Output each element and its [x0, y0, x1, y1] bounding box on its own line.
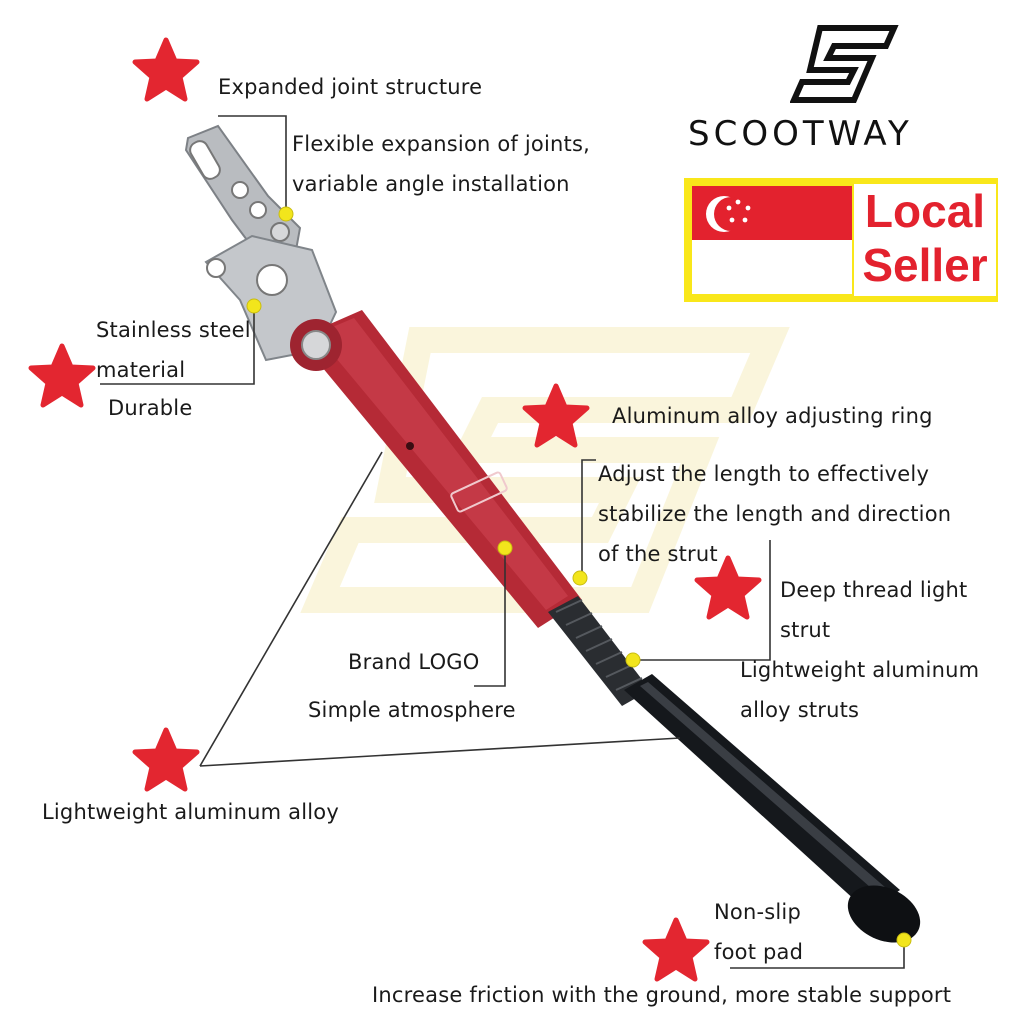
label-foot-line1: Non-slip — [714, 900, 801, 924]
label-thread-line2: strut — [780, 618, 831, 642]
label-logo-line1: Brand LOGO — [348, 650, 480, 674]
watermark-logo-icon — [300, 327, 790, 613]
dot-foot — [896, 932, 912, 948]
dot-steel — [246, 298, 262, 314]
foot-pad — [847, 885, 921, 943]
dot-thread — [625, 652, 641, 668]
star-icon — [31, 346, 93, 405]
label-alloy-title: Lightweight aluminum alloy — [42, 800, 339, 824]
label-ring-line2: stabilize the length and direction — [598, 502, 952, 526]
label-foot-line3: Increase friction with the ground, more … — [372, 983, 952, 1007]
label-logo-line2: Simple atmosphere — [308, 698, 516, 722]
badge-line2: Seller — [862, 239, 988, 291]
label-stainless-line2: material — [96, 358, 186, 382]
local-seller-badge: Local Seller — [684, 178, 998, 302]
label-thread-line3: Lightweight aluminum — [740, 658, 980, 682]
scootway-s-logo-icon — [790, 25, 899, 103]
threaded-rod — [548, 596, 650, 706]
star-icon — [135, 730, 197, 789]
star-icon — [135, 40, 197, 99]
label-expanded-joint-line2: variable angle installation — [292, 172, 570, 196]
label-foot-line2: foot pad — [714, 940, 804, 964]
brand-name: SCOOTWAY — [688, 114, 913, 154]
label-thread-line4: alloy struts — [740, 698, 860, 722]
dot-ring — [572, 570, 588, 586]
star-icon — [525, 386, 587, 445]
dot-logo — [497, 540, 513, 556]
star-icon — [645, 920, 707, 979]
label-ring-line3: of the strut — [598, 542, 718, 566]
label-thread-line1: Deep thread light — [780, 578, 968, 602]
label-expanded-joint-line1: Flexible expansion of joints, — [292, 132, 590, 156]
label-expanded-joint-title: Expanded joint structure — [218, 75, 483, 99]
dot-joint — [278, 206, 294, 222]
flag-white-band — [692, 240, 852, 294]
singapore-flag-icon — [692, 186, 852, 240]
label-ring-line1: Adjust the length to effectively — [598, 462, 930, 486]
label-ring-title: Aluminum alloy adjusting ring — [612, 404, 933, 428]
badge-text: Local Seller — [854, 184, 996, 296]
badge-line1: Local — [864, 185, 986, 237]
label-stainless-line3: Durable — [108, 396, 193, 420]
label-stainless-line1: Stainless steel — [96, 318, 251, 342]
